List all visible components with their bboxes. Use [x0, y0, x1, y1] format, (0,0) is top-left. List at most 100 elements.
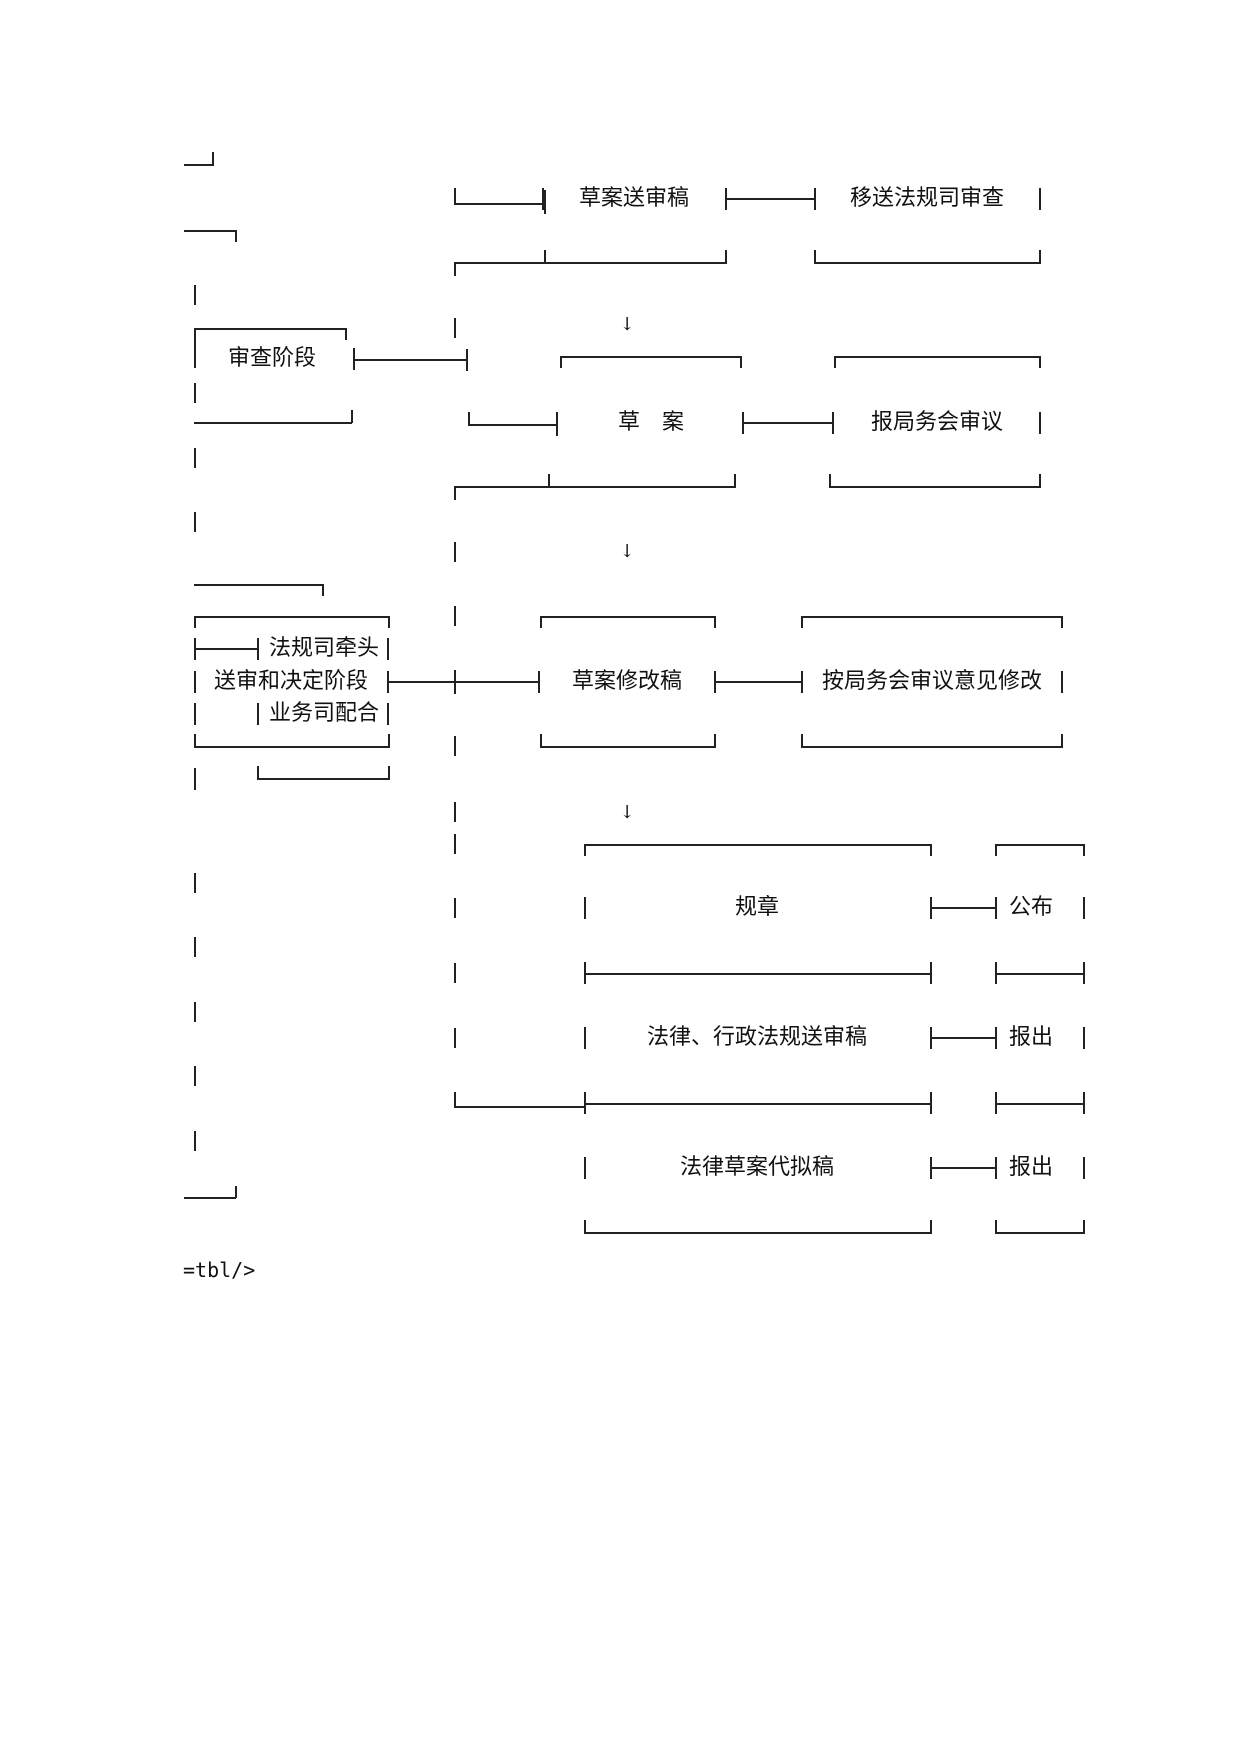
lead-stage-line3: 业务司配合 — [269, 701, 380, 726]
connector-line — [726, 198, 816, 200]
box-border-top — [540, 616, 716, 618]
box-border — [1039, 412, 1041, 434]
table-border — [1083, 1027, 1085, 1049]
spine-line — [734, 474, 736, 487]
table-row-divider — [584, 973, 932, 975]
spine-line — [454, 542, 456, 562]
connector-line — [389, 681, 539, 683]
bracket-line — [235, 1186, 237, 1198]
transfer-review-label: 移送法规司审查 — [849, 186, 1005, 211]
spine-line — [454, 1028, 456, 1048]
report-label-2: 报出 — [1008, 1155, 1054, 1180]
table-border — [584, 844, 586, 856]
box-border — [538, 671, 540, 693]
spine-line — [454, 203, 546, 205]
box-border — [542, 188, 544, 210]
spine-line — [544, 250, 546, 263]
box-border — [714, 671, 716, 693]
arrow-down-icon: ↓ — [619, 541, 635, 562]
box-border — [1061, 734, 1063, 747]
box-border — [194, 734, 196, 747]
table-border — [584, 897, 586, 919]
review-stage-label: 审查阶段 — [228, 346, 317, 371]
box-border — [740, 356, 742, 368]
box-border-top — [834, 356, 1041, 358]
bracket-line — [194, 285, 196, 305]
box-border — [1039, 356, 1041, 368]
spine-line — [454, 963, 456, 983]
table-border — [930, 844, 932, 856]
bracket-line — [194, 512, 196, 532]
box-border — [742, 412, 744, 434]
connector-tick — [454, 671, 456, 693]
publish-label: 公布 — [1008, 895, 1054, 920]
box-border — [194, 616, 196, 628]
table-border — [930, 1027, 932, 1049]
regulation-label: 规章 — [734, 895, 780, 920]
lead-stage-line2: 送审和决定阶段 — [214, 669, 369, 694]
box-border — [387, 638, 389, 660]
arrow-down-icon: ↓ — [619, 802, 635, 823]
box-border — [801, 671, 803, 693]
box-border — [194, 671, 196, 693]
footer-text: =tbl/> — [183, 1258, 256, 1282]
box-border — [560, 356, 562, 368]
connector-line — [194, 648, 258, 650]
table-border — [584, 1092, 586, 1114]
bracket-line — [194, 448, 196, 468]
box-border — [814, 262, 1041, 264]
spine-line — [454, 486, 736, 488]
table-row-divider — [995, 1103, 1085, 1105]
spine-line — [454, 318, 456, 338]
bracket-line — [212, 152, 214, 165]
box-border — [194, 703, 196, 725]
table-border — [584, 1220, 586, 1233]
connector-line — [931, 1037, 996, 1039]
spine-line — [454, 262, 456, 276]
box-border-left — [194, 328, 196, 368]
box-border-top — [194, 328, 347, 330]
draft-revision-label: 草案修改稿 — [571, 669, 683, 694]
box-border-right — [345, 328, 347, 340]
spine-line — [454, 802, 456, 822]
bracket-line — [194, 1131, 196, 1151]
table-border — [930, 897, 932, 919]
bracket-line — [194, 1066, 196, 1086]
table-border — [1083, 962, 1085, 984]
box-border — [814, 188, 816, 210]
arrow-down-icon: ↓ — [619, 314, 635, 335]
box-border — [714, 734, 716, 747]
table-border — [995, 1220, 997, 1233]
report-label-1: 报出 — [1008, 1025, 1054, 1050]
box-border — [257, 638, 259, 660]
connector-line — [354, 359, 468, 361]
box-border-top — [801, 616, 1063, 618]
box-border — [801, 616, 803, 628]
table-border — [1083, 1092, 1085, 1114]
table-border — [584, 962, 586, 984]
spine-line — [454, 736, 456, 756]
connector-line — [715, 681, 802, 683]
box-border — [714, 616, 716, 628]
box-border — [1061, 616, 1063, 628]
box-border-top — [194, 584, 324, 586]
table-border — [584, 1157, 586, 1179]
table-border-top — [584, 844, 932, 846]
bracket-line — [184, 164, 214, 166]
box-border — [832, 412, 834, 434]
lead-stage-line1: 法规司牵头 — [269, 636, 380, 661]
box-border-bottom — [257, 778, 390, 780]
table-border — [1083, 844, 1085, 856]
bureau-meeting-label: 报局务会审议 — [870, 410, 1004, 435]
box-border — [540, 616, 542, 628]
box-border — [1039, 250, 1041, 263]
table-border-bottom — [995, 1232, 1085, 1234]
table-border — [1083, 1157, 1085, 1179]
bracket-line — [194, 1002, 196, 1022]
spine-line — [468, 412, 470, 425]
box-border — [540, 734, 542, 747]
box-border — [1039, 188, 1041, 210]
spine-line — [544, 190, 546, 214]
spine-line — [548, 474, 550, 487]
